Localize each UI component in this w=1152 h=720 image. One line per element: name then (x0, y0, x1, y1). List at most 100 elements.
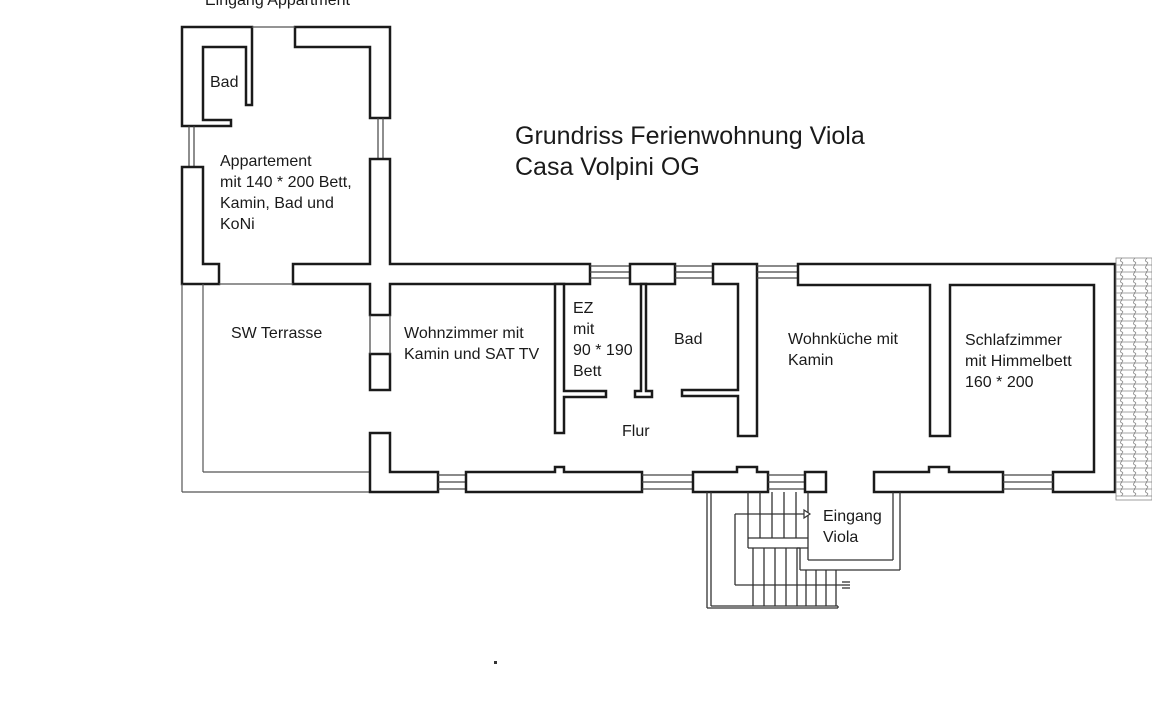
roof-tile-curve (1120, 285, 1124, 294)
roof-tile-curve (1133, 481, 1137, 490)
roof-tile-curve (1145, 425, 1149, 434)
roof-tile-curve (1133, 299, 1137, 308)
roof-tile-curve (1145, 306, 1149, 315)
roof-tile-curve (1120, 306, 1124, 315)
staircase (706, 492, 901, 609)
roof-tile-curve (1145, 460, 1149, 469)
roof-tile-curve (1120, 327, 1124, 336)
label-eingang-viola: Eingang Viola (823, 508, 886, 546)
roof-tile-curve (1133, 432, 1137, 441)
roof-tile-curve (1120, 313, 1124, 322)
roof-tile-curve (1145, 264, 1149, 273)
roof-tile-curve (1145, 432, 1149, 441)
roof-tile-curve (1133, 376, 1137, 385)
roof-tile-curve (1120, 411, 1124, 420)
wohnzimmer-walls (368, 315, 440, 494)
roof-tile-curve (1120, 453, 1124, 462)
roof-tile-curve (1133, 285, 1137, 294)
roof-tile-curve (1120, 369, 1124, 378)
room-label-schlafzimmer: Schlafzimmer mit Himmelbett 160 * 200 (965, 332, 1076, 391)
roof-tile-curve (1133, 369, 1137, 378)
roof-tile-curve (1145, 404, 1149, 413)
roof-tile-curve (1120, 299, 1124, 308)
roof-tile-curve (1120, 355, 1124, 364)
roof-tile-curve (1120, 383, 1124, 392)
roof-tile-curve (1120, 425, 1124, 434)
roof-tile-curve (1145, 453, 1149, 462)
roof-tile-curve (1145, 285, 1149, 294)
roof-tile-curve (1145, 418, 1149, 427)
bottom-wall-segments (438, 465, 1053, 494)
roof-tile-curve (1145, 446, 1149, 455)
roof-tile-curve (1133, 460, 1137, 469)
roof-tile-curve (1133, 313, 1137, 322)
roof-tile-curve (1145, 474, 1149, 483)
roof-tile-curve (1133, 418, 1137, 427)
roof-tile-curve (1133, 488, 1137, 497)
roof-tile-curve (1133, 425, 1137, 434)
roof-tile-curve (1145, 411, 1149, 420)
roof-tile-curve (1145, 390, 1149, 399)
roof-tile-curve (1145, 467, 1149, 476)
roof-tile-curve (1120, 376, 1124, 385)
plan-title: Grundriss Ferienwohnung Viola (515, 122, 865, 150)
roof-tile-curve (1133, 404, 1137, 413)
roof-tile-curve (1145, 481, 1149, 490)
top-wall-segments (590, 262, 1117, 494)
room-label-bad-appartement: Bad (210, 74, 238, 91)
roof-tile-curve (1133, 348, 1137, 357)
roof-tile-curve (1133, 271, 1137, 280)
plan-subtitle: Casa Volpini OG (515, 153, 700, 181)
roof-tile-curve (1145, 383, 1149, 392)
stray-dot (494, 661, 497, 664)
room-label-terrasse: SW Terrasse (231, 325, 322, 342)
roof-tile-curve (1133, 306, 1137, 315)
roof-tile-curve (1120, 460, 1124, 469)
roof-tile-curve (1145, 439, 1149, 448)
roof-tile-curve (1133, 341, 1137, 350)
roof-tile-curve (1133, 397, 1137, 406)
roof-tile-curve (1133, 327, 1137, 336)
roof-tile-curve (1120, 292, 1124, 301)
roof-tile-curve (1145, 334, 1149, 343)
roof-tile-curve (1133, 355, 1137, 364)
roof-tile-curve (1133, 257, 1137, 266)
roof-tiles (1115, 257, 1152, 501)
roof-tile-curve (1133, 383, 1137, 392)
roof-tile-curve (1145, 397, 1149, 406)
roof-tile-curve (1120, 404, 1124, 413)
roof-tile-curve (1133, 292, 1137, 301)
roof-tile-curve (1120, 397, 1124, 406)
roof-tile-curve (1133, 362, 1137, 371)
roof-tile-curve (1145, 271, 1149, 280)
room-label-wohnkueche: Wohnküche mit Kamin (788, 331, 902, 369)
roof-tile-curve (1145, 257, 1149, 266)
roof-tile-curve (1145, 348, 1149, 357)
roof-tile-curve (1120, 474, 1124, 483)
roof-tile-curve (1145, 341, 1149, 350)
roof-tile-curve (1133, 390, 1137, 399)
roof-tile-curve (1120, 257, 1124, 266)
interior-partitions (553, 282, 654, 435)
roof-tile-curve (1120, 278, 1124, 287)
room-label-ez: EZ mit 90 * 190 Bett (573, 300, 637, 380)
roof-tile-curve (1120, 348, 1124, 357)
roof-tile-curve (1120, 439, 1124, 448)
roof-tile-curve (1133, 334, 1137, 343)
roof-tile-curve (1133, 320, 1137, 329)
room-label-wohnzimmer: Wohnzimmer mit Kamin und SAT TV (404, 325, 540, 363)
roof-tile-curve (1145, 369, 1149, 378)
roof-tile-curve (1120, 334, 1124, 343)
label-eingang-appartment: Eingang Appartment (205, 0, 351, 9)
roof-tile-curve (1120, 446, 1124, 455)
roof-tile-curve (1133, 467, 1137, 476)
roof-tile-curve (1133, 474, 1137, 483)
room-label-bad: Bad (674, 331, 702, 348)
roof-tile-curve (1120, 264, 1124, 273)
roof-tile-curve (1120, 467, 1124, 476)
roof-tile-curve (1145, 488, 1149, 497)
roof-tile-curve (1120, 271, 1124, 280)
roof-tile-curve (1120, 418, 1124, 427)
entrance-arrow-icon (803, 508, 812, 520)
